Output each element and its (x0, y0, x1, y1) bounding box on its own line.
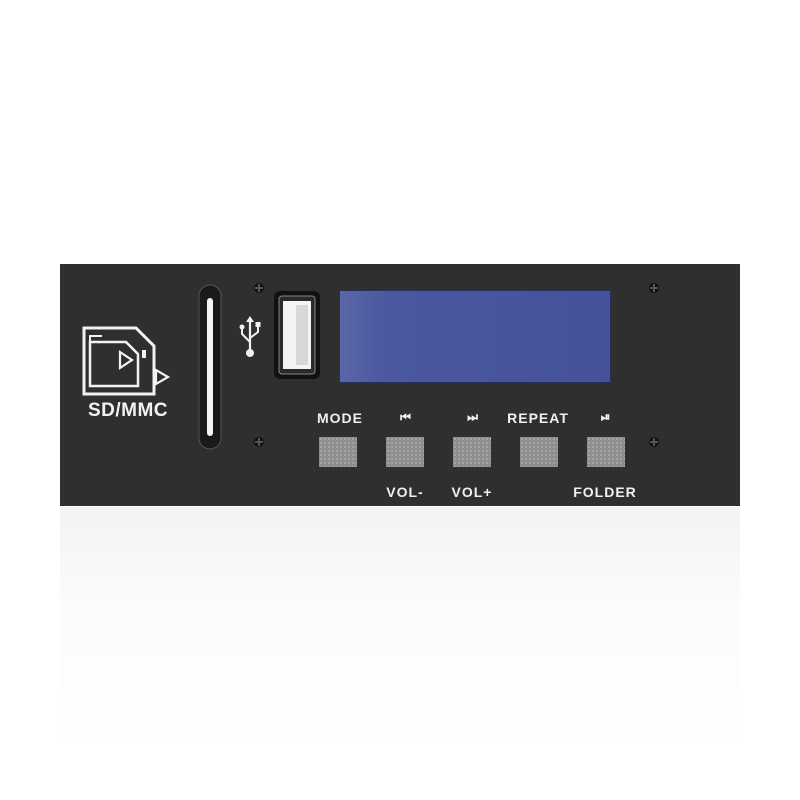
mode-button[interactable] (319, 437, 357, 467)
previous-vol-down-button[interactable] (386, 437, 424, 467)
repeat-label: REPEAT (507, 410, 569, 426)
previous-track-icon: ⏮ (400, 410, 411, 424)
reflection-fade (60, 507, 740, 749)
next-vol-up-button[interactable] (453, 437, 491, 467)
usb-icon (239, 316, 261, 357)
sd-card-label: SD/MMC (87, 400, 169, 421)
repeat-button[interactable] (520, 437, 558, 467)
usb-port[interactable] (274, 291, 320, 379)
screw-bottom-right (649, 437, 659, 447)
screw-top-left (254, 283, 264, 293)
vol-up-label: VOL+ (451, 484, 493, 500)
next-track-icon: ⏭ (467, 410, 478, 424)
lcd-display (339, 290, 611, 383)
screw-bottom-left (254, 437, 264, 447)
vol-down-label: VOL- (386, 484, 424, 500)
play-pause-folder-button[interactable] (587, 437, 625, 467)
mode-label: MODE (317, 410, 363, 426)
sd-card-icon (82, 326, 171, 396)
folder-label: FOLDER (573, 484, 637, 500)
sd-card-slot[interactable] (198, 284, 222, 450)
screw-top-right (649, 283, 659, 293)
play-pause-icon: ⏯ (600, 410, 611, 424)
